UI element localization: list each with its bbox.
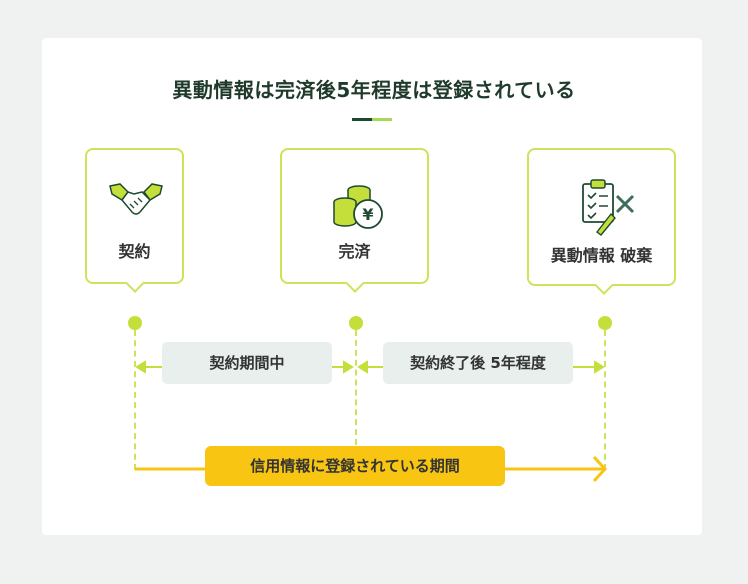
timeline-dot-contract xyxy=(128,316,142,330)
page-title: 異動情報は完済後5年程度は登録されている xyxy=(172,78,576,102)
clipboard-cross-icon xyxy=(582,179,635,236)
stage-label-contract: 契約 xyxy=(118,242,151,261)
stage-label-complete: 完済 xyxy=(338,242,371,261)
title-underline-light xyxy=(372,118,392,121)
stage-label-destroy: 異動情報 破棄 xyxy=(550,246,653,265)
title-underline-dark xyxy=(352,118,372,121)
period-pill-contract: 契約期間中 xyxy=(162,342,332,384)
timeline-dot-complete xyxy=(349,316,363,330)
timeline-dashed-line-complete xyxy=(355,330,357,445)
period-pill-after-end: 契約終了後 5年程度 xyxy=(383,342,573,384)
yen-coins-icon: ¥ xyxy=(333,185,383,229)
registered-period-label: 信用情報に登録されている期間 xyxy=(205,446,505,486)
timeline-dashed-line-destroy xyxy=(604,330,606,470)
svg-text:¥: ¥ xyxy=(362,205,373,224)
stage-box-contract: 契約 xyxy=(85,148,184,284)
timeline-dashed-line-contract xyxy=(134,330,136,470)
timeline-dot-destroy xyxy=(598,316,612,330)
handshake-icon xyxy=(109,183,163,215)
